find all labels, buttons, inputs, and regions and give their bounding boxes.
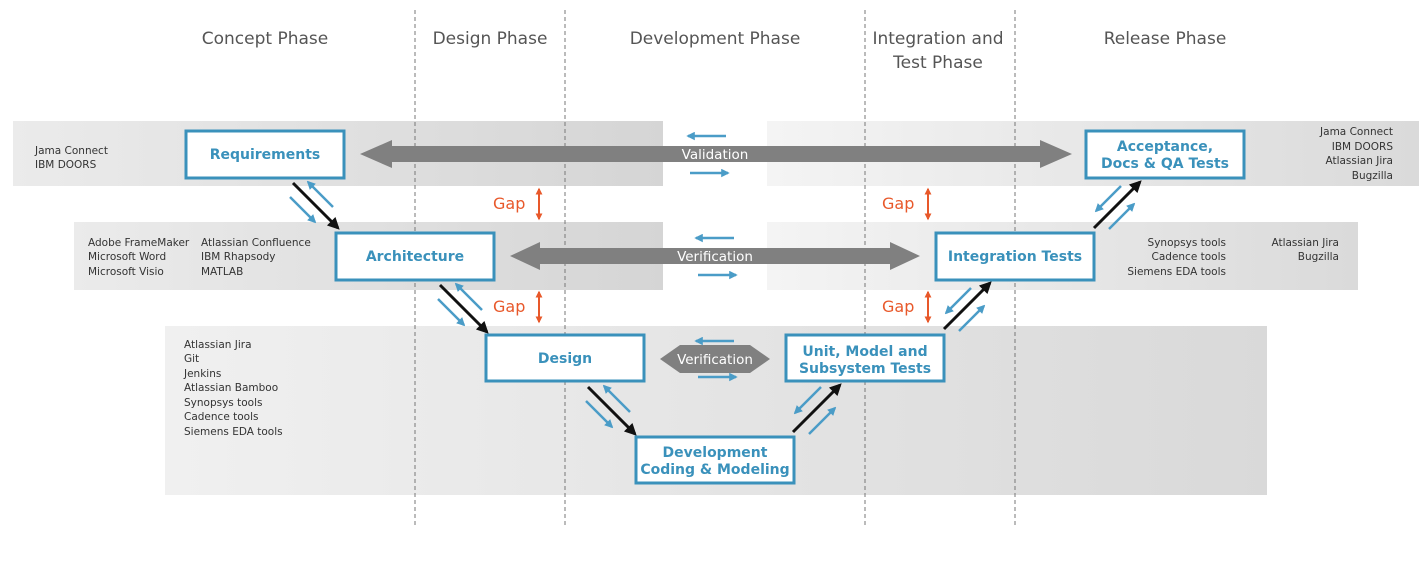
box-unit-tests: Unit, Model and Subsystem Tests — [784, 333, 946, 383]
small-blue-arrows — [686, 131, 738, 382]
phase-concept: Concept Phase — [202, 29, 328, 49]
box-unit-tests-label-line2: Subsystem Tests — [799, 361, 931, 377]
up-arrow-blue — [602, 384, 631, 413]
tool-item: Bugzilla — [1298, 251, 1339, 263]
box-requirements-label: Requirements — [210, 147, 321, 163]
box-unit-tests-label-line1: Unit, Model and — [802, 344, 927, 360]
verification-label-bottom: Verification — [677, 352, 753, 368]
tool-item: Jama Connect — [34, 145, 108, 157]
box-integration-tests-label: Integration Tests — [948, 249, 1082, 265]
v-diagonal-arrows — [289, 180, 1142, 436]
tools-bottom-left: Atlassian Jira Git Jenkins Atlassian Bam… — [183, 339, 283, 438]
box-development-label-line1: Development — [663, 445, 768, 461]
tool-item: Atlassian Jira — [184, 339, 252, 351]
tool-item: Cadence tools — [1152, 251, 1226, 263]
tools-top-right: Jama Connect IBM DOORS Atlassian Jira Bu… — [1319, 126, 1393, 182]
gap-label-design-top: Gap — [493, 194, 525, 213]
down-arrow-black — [438, 283, 489, 334]
validation-label: Validation — [682, 147, 749, 163]
tool-item: Synopsys tools — [184, 397, 262, 409]
box-design-label: Design — [538, 351, 592, 367]
up-arrow-blue — [454, 282, 483, 311]
phase-development: Development Phase — [630, 29, 801, 49]
up-arrow-black — [1092, 180, 1142, 230]
box-acceptance-label-line1: Acceptance, — [1117, 139, 1213, 155]
phase-release: Release Phase — [1104, 29, 1227, 49]
tool-item: Cadence tools — [184, 411, 258, 423]
box-development-label-line2: Coding & Modeling — [640, 462, 789, 478]
tools-mid-left: Adobe FrameMaker Microsoft Word Microsof… — [88, 237, 311, 278]
validation-arrow — [360, 140, 1072, 168]
box-development: Development Coding & Modeling — [634, 435, 796, 485]
tool-item: Atlassian Jira — [1325, 155, 1393, 167]
tool-item: Synopsys tools — [1148, 237, 1226, 249]
box-design: Design — [484, 333, 646, 383]
box-architecture: Architecture — [334, 231, 496, 282]
tool-item: Git — [184, 353, 199, 365]
tool-item: Atlassian Jira — [1271, 237, 1339, 249]
phase-integration-line1: Integration and — [872, 29, 1003, 49]
down-arrow-black — [586, 385, 637, 436]
tool-item: Jama Connect — [1319, 126, 1393, 138]
tools-top-left: Jama Connect IBM DOORS — [34, 145, 108, 171]
box-architecture-label: Architecture — [366, 249, 464, 265]
gap-label-integration-top: Gap — [882, 194, 914, 213]
up-arrow-black — [791, 383, 842, 434]
box-acceptance: Acceptance, Docs & QA Tests — [1084, 129, 1246, 180]
tool-item: Atlassian Confluence — [201, 237, 311, 249]
tool-item: IBM DOORS — [35, 159, 97, 171]
tool-item: IBM Rhapsody — [201, 251, 276, 263]
tool-item: Atlassian Bamboo — [184, 382, 278, 394]
verification-arrow-top — [510, 242, 920, 270]
box-requirements: Requirements — [184, 129, 346, 180]
up-arrow-blue — [958, 304, 986, 332]
gap-markers: Gap Gap Gap Gap — [493, 187, 932, 324]
tool-item: MATLAB — [201, 266, 243, 278]
verification-label-top: Verification — [677, 249, 753, 265]
tool-item: Bugzilla — [1352, 170, 1393, 182]
down-arrow-blue — [1094, 185, 1122, 213]
down-arrow-blue — [585, 400, 614, 429]
box-acceptance-label-line2: Docs & QA Tests — [1101, 156, 1229, 172]
verification-arrow-bottom — [660, 345, 770, 373]
tool-item: Jenkins — [183, 368, 221, 380]
tool-item: IBM DOORS — [1332, 141, 1394, 153]
up-arrow-blue — [306, 180, 334, 208]
phase-integration-line2: Test Phase — [892, 53, 983, 73]
up-arrow-blue — [1108, 202, 1136, 230]
gap-label-design-bottom: Gap — [493, 297, 525, 316]
box-integration-tests: Integration Tests — [934, 231, 1096, 282]
tools-mid-right: Synopsys tools Cadence tools Siemens EDA… — [1127, 237, 1339, 278]
tool-item: Microsoft Visio — [88, 266, 164, 278]
down-arrow-blue — [437, 298, 466, 327]
tool-item: Siemens EDA tools — [1127, 266, 1226, 278]
down-arrow-blue — [289, 196, 317, 224]
gap-label-integration-bottom: Gap — [882, 297, 914, 316]
down-arrow-blue — [793, 386, 822, 415]
tool-item: Siemens EDA tools — [184, 426, 283, 438]
down-arrow-black — [291, 181, 340, 230]
tool-item: Adobe FrameMaker — [88, 237, 190, 249]
phase-design: Design Phase — [433, 29, 548, 49]
up-arrow-black — [942, 281, 992, 331]
up-arrow-blue — [808, 406, 837, 435]
phase-dividers — [414, 10, 1016, 525]
tool-item: Microsoft Word — [88, 251, 166, 263]
down-arrow-blue — [944, 287, 972, 315]
